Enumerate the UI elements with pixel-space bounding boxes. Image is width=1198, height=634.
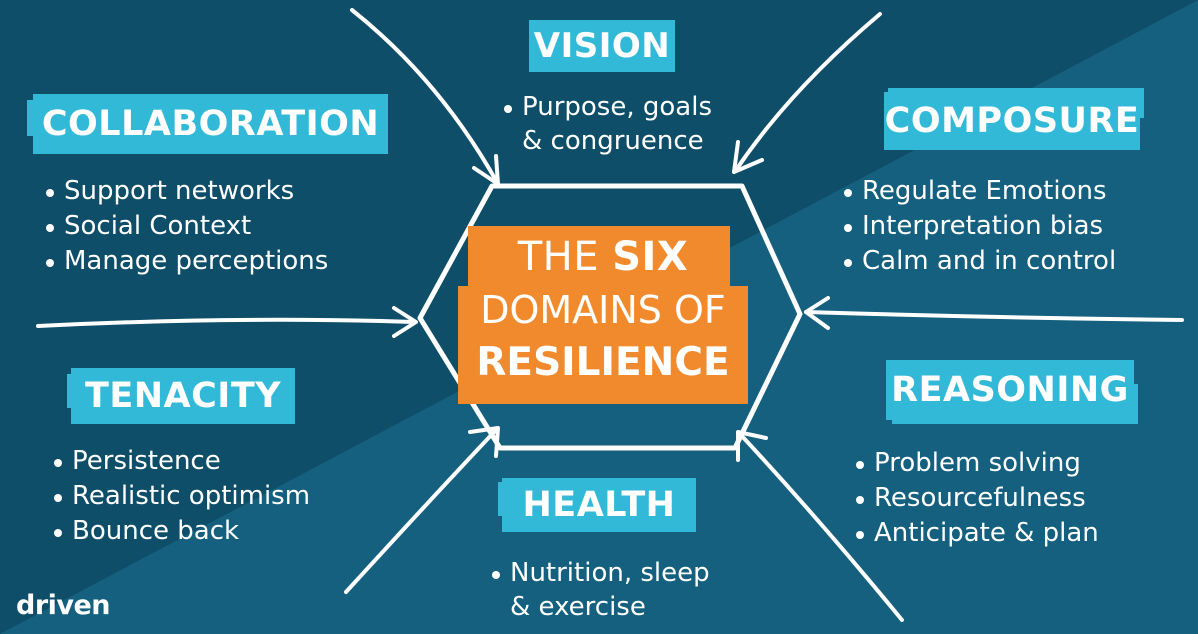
arrow-top-left	[350, 8, 500, 186]
tenacity-list: Persistence Realistic optimism Bounce ba…	[54, 444, 310, 549]
composure-item: Calm and in control	[844, 244, 1116, 279]
composure-list: Regulate Emotions Interpretation bias Ca…	[844, 174, 1116, 279]
arrow-right	[804, 310, 1184, 322]
center-title-line-3: RESILIENCE	[476, 340, 730, 385]
vision-title-tag: VISION	[529, 20, 675, 72]
health-title: HEALTH	[522, 485, 676, 525]
arrow-left	[36, 317, 416, 328]
composure-item: Regulate Emotions	[844, 174, 1116, 209]
collaboration-item: Support networks	[46, 174, 328, 209]
center-title-line-2: DOMAINS OF	[480, 288, 726, 332]
collaboration-list: Support networks Social Context Manage p…	[46, 174, 328, 279]
vision-list: Purpose, goals	[504, 90, 712, 125]
arrow-bottom-left	[344, 428, 498, 594]
collaboration-item: Manage perceptions	[46, 244, 328, 279]
center-title-box: THE SIX DOMAINS OF RESILIENCE	[458, 226, 748, 404]
vision-title: VISION	[533, 26, 671, 66]
reasoning-item: Problem solving	[856, 446, 1099, 481]
health-title-tag: HEALTH	[498, 478, 696, 532]
vision-item-continuation: & congruence	[522, 126, 704, 156]
collaboration-item: Social Context	[46, 209, 328, 244]
composure-title-tag: COMPOSURE	[884, 88, 1144, 150]
tenacity-item: Bounce back	[54, 514, 310, 549]
reasoning-item: Anticipate & plan	[856, 516, 1099, 551]
reasoning-title: REASONING	[891, 370, 1129, 410]
tenacity-title-tag: TENACITY	[67, 368, 295, 424]
collaboration-title: COLLABORATION	[41, 104, 380, 144]
arrowhead-bottom-right	[736, 430, 768, 462]
reasoning-title-tag: REASONING	[886, 360, 1138, 424]
reasoning-item: Resourcefulness	[856, 481, 1099, 516]
collaboration-title-tag: COLLABORATION	[27, 94, 388, 154]
arrowhead-left	[392, 306, 418, 338]
arrowhead-top-right	[732, 140, 764, 174]
composure-item: Interpretation bias	[844, 209, 1116, 244]
health-item-continuation: & exercise	[510, 592, 646, 622]
hexagon-frame	[417, 183, 803, 451]
composure-title: COMPOSURE	[884, 101, 1140, 141]
arrow-bottom-right	[738, 432, 904, 622]
center-title-six: SIX	[612, 234, 689, 280]
health-item: Nutrition, sleep	[492, 556, 710, 591]
center-title-the: THE	[517, 234, 613, 280]
arrow-top-right	[734, 12, 882, 172]
reasoning-list: Problem solving Resourcefulness Anticipa…	[856, 446, 1099, 551]
tenacity-title: TENACITY	[84, 376, 282, 416]
vision-item: Purpose, goals	[504, 90, 712, 125]
tenacity-item: Realistic optimism	[54, 479, 310, 514]
arrowhead-top-left	[472, 154, 500, 186]
arrowhead-bottom-left	[468, 426, 500, 458]
tenacity-item: Persistence	[54, 444, 310, 479]
center-title-line-1: THE SIX	[458, 234, 748, 280]
arrowhead-right	[804, 296, 830, 330]
driven-logo: driven	[16, 590, 111, 621]
health-list: Nutrition, sleep	[492, 556, 710, 591]
